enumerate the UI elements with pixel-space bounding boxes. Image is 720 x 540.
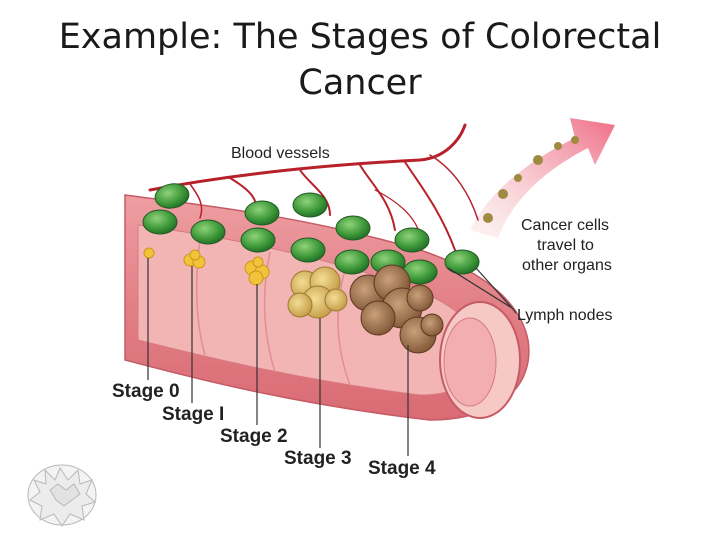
lymph-nodes [142,183,480,285]
label-stage-1: Stage I [162,404,224,425]
tumor-stage-3 [287,266,348,319]
tumors [143,247,444,354]
title-line-1: Example: The Stages of Colorectal [58,17,662,57]
label-cancer-travel-2: travel to [537,237,594,254]
label-cancer-travel-3: other organs [522,257,612,274]
label-stage-2: Stage 2 [220,426,288,447]
label-lymph-nodes: Lymph nodes [517,307,612,324]
blood-vessels [148,123,479,251]
metastasis-arrow [470,118,615,238]
tumor-stage-0 [143,247,155,259]
tumor-stage-4 [349,264,444,354]
tumor-stage-2 [244,256,270,286]
label-stage-4: Stage 4 [368,458,436,479]
label-stage-3: Stage 3 [284,448,352,469]
leader-lines [147,258,517,456]
slide-title: Example: The Stages of Colorectal Cancer [0,14,720,106]
pine-cone-decoration [27,464,97,527]
tumor-stage-1 [183,249,206,269]
label-cancer-travel-1: Cancer cells [521,217,609,234]
label-blood-vessels: Blood vessels [231,145,330,162]
title-line-2: Cancer [298,63,422,103]
label-stage-0: Stage 0 [112,381,180,402]
